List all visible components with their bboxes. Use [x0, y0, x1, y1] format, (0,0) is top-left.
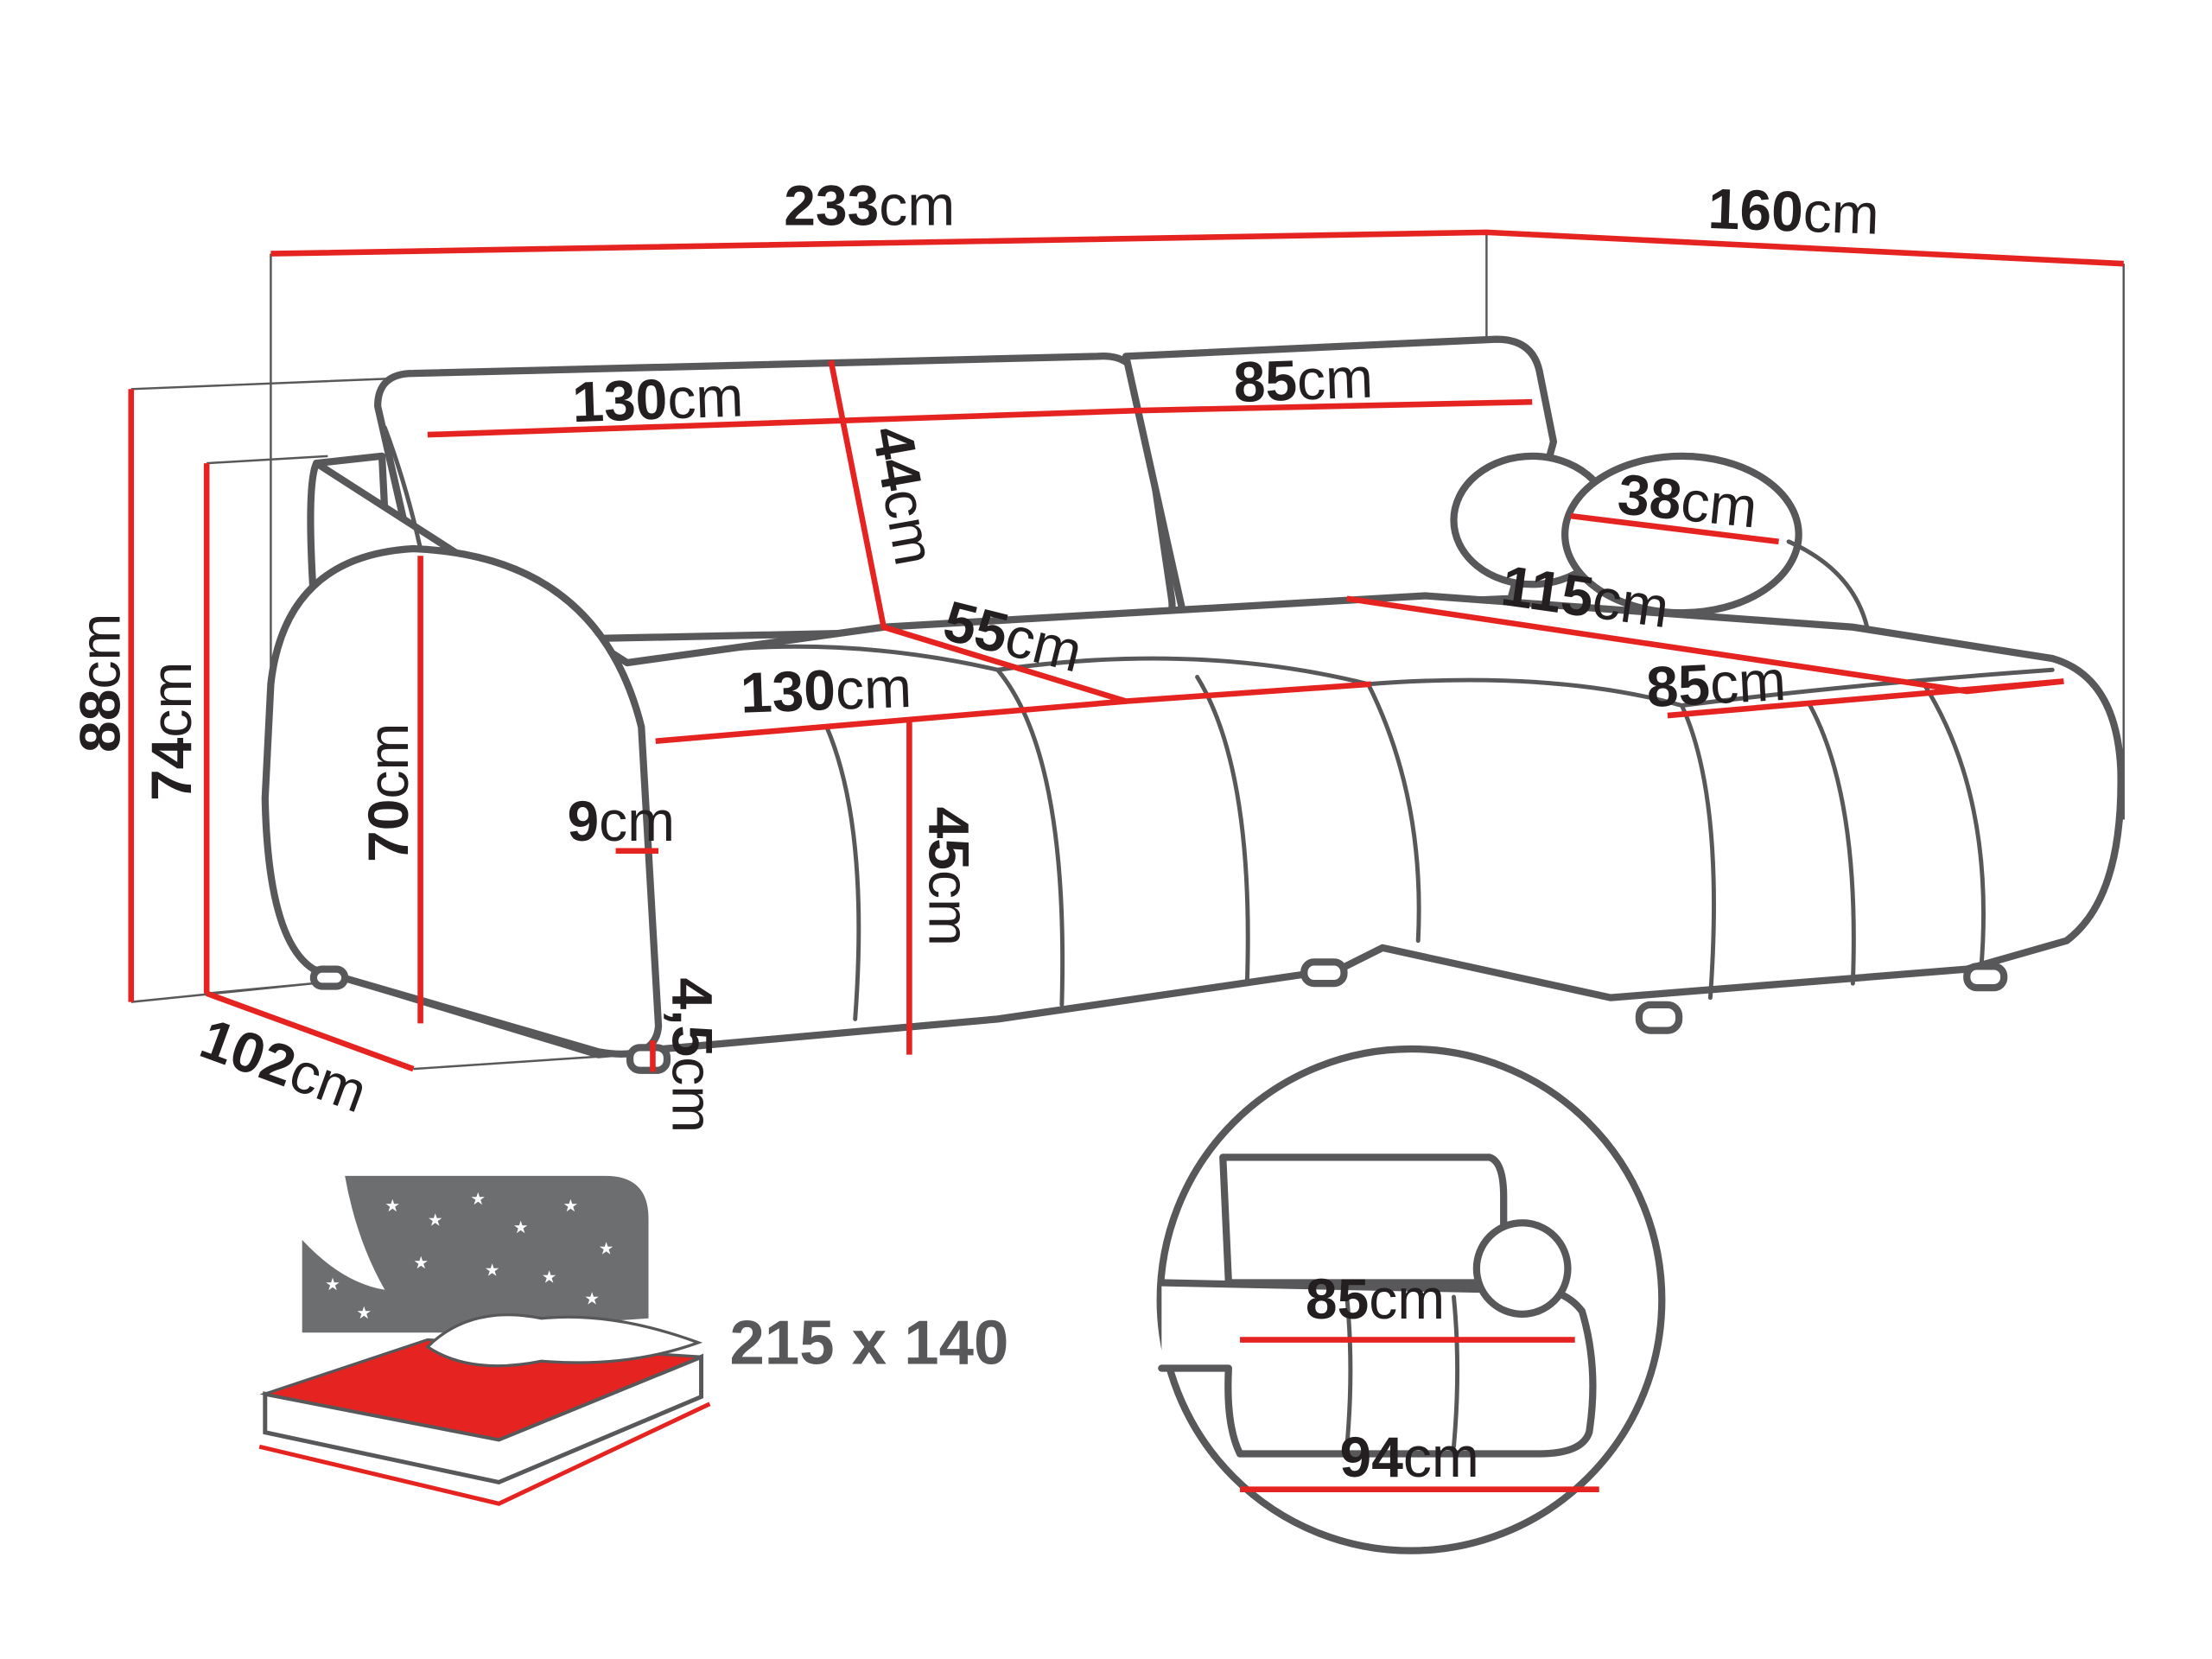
svg-text:★: ★ — [413, 1253, 429, 1273]
svg-text:★: ★ — [542, 1268, 557, 1287]
svg-text:★: ★ — [325, 1274, 340, 1294]
svg-text:★: ★ — [428, 1211, 443, 1230]
sleeping-area-icon: ★ ★ ★ ★ ★ ★ ★ ★ ★ ★ ★ ★ — [258, 1175, 711, 1506]
svg-text:★: ★ — [513, 1217, 529, 1237]
armrest-back-height-label: 74cm — [139, 662, 203, 801]
total-height-label: 88cm — [68, 613, 132, 753]
svg-text:★: ★ — [599, 1239, 614, 1259]
svg-text:★: ★ — [584, 1288, 600, 1308]
chaise-width-label: 85cm — [1645, 648, 1788, 719]
detail-inner-width-label: 85cm — [1306, 1267, 1445, 1331]
svg-text:★: ★ — [470, 1189, 486, 1209]
svg-text:★: ★ — [563, 1196, 579, 1216]
back-height-label: 44cm — [861, 422, 948, 570]
chaise-length-label: 115cm — [1497, 553, 1673, 639]
total-width-label: 233cm — [784, 174, 955, 238]
armrest-thickness-label: 9cm — [567, 789, 675, 853]
leg-height-label: 4,5cm — [661, 978, 725, 1134]
chaise-depth-label: 160cm — [1707, 176, 1880, 246]
seat-width-label: 130cm — [740, 655, 912, 725]
back-right-width-label: 85cm — [1232, 346, 1374, 415]
seat-height-label: 45cm — [917, 807, 981, 946]
svg-text:★: ★ — [485, 1260, 500, 1280]
detail-outer-width-label: 94cm — [1340, 1425, 1479, 1489]
armrest-height-label: 70cm — [356, 723, 420, 862]
svg-text:★: ★ — [356, 1303, 372, 1323]
pillow-width-label: 38cm — [1615, 461, 1760, 539]
sleeping-area-size: 215 x 140 — [730, 1308, 1009, 1378]
back-left-width-label: 130cm — [571, 364, 744, 434]
dimension-lines — [128, 229, 2124, 1072]
armrest-detail-view: 85cm 94cm — [1156, 1045, 1666, 1554]
svg-text:★: ★ — [385, 1196, 400, 1216]
sofa-illustration — [261, 335, 2125, 1074]
